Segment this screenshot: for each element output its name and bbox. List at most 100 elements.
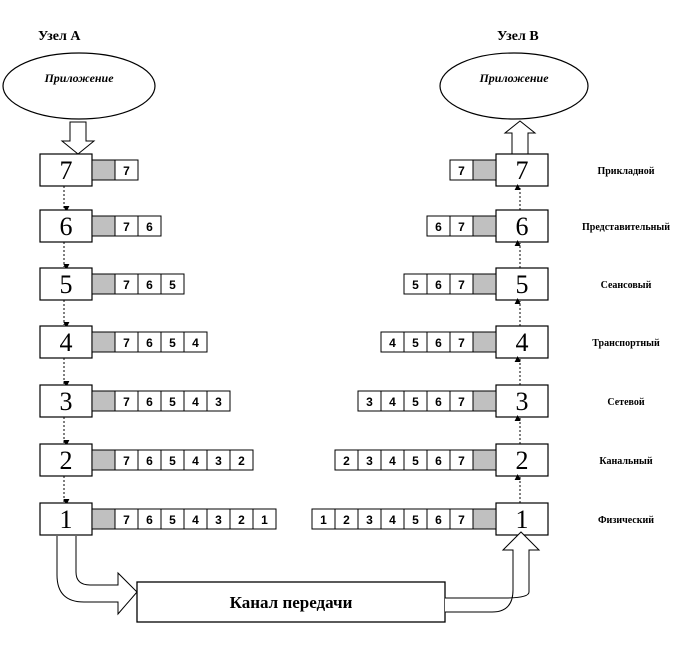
layer-number-b: 2 — [516, 446, 529, 475]
header-cell-b — [472, 331, 497, 353]
layer-box-b — [495, 267, 549, 301]
pdu-cell-label-a: 7 — [123, 513, 130, 527]
pdu-cell-label-b: 5 — [412, 395, 419, 409]
layer-number-a: 2 — [60, 446, 73, 475]
pdu-cell-label-b: 7 — [458, 164, 465, 178]
pdu-cell-label-b: 5 — [412, 454, 419, 468]
pdu-cell-label-b: 3 — [366, 513, 373, 527]
pdu-cell-b — [380, 331, 405, 353]
layer-box-b — [495, 153, 549, 187]
pdu-cell-label-a: 7 — [123, 336, 130, 350]
node-b-application: Приложение — [439, 52, 589, 120]
pdu-cell-label-b: 4 — [389, 454, 396, 468]
layer-number-b: 4 — [516, 328, 529, 357]
pdu-cell-label-a: 6 — [146, 278, 153, 292]
pdu-cell-a — [114, 159, 139, 181]
pdu-cell-label-a: 5 — [169, 454, 176, 468]
pdu-cell-label-a: 4 — [192, 513, 199, 527]
layer-box-a — [39, 384, 93, 418]
pdu-cell-label-b: 6 — [435, 220, 442, 234]
pdu-cell-label-b: 3 — [366, 454, 373, 468]
pdu-cell-label-a: 4 — [192, 454, 199, 468]
pdu-cell-b — [334, 449, 359, 471]
layer-number-b: 6 — [516, 212, 529, 241]
pdu-cell-label-a: 5 — [169, 395, 176, 409]
svg-text:Приложение: Приложение — [43, 71, 114, 85]
pdu-cell-label-a: 3 — [215, 395, 222, 409]
pdu-cell-label-a: 6 — [146, 336, 153, 350]
layer-box-a — [39, 502, 93, 536]
layer-name: Представительный — [582, 222, 670, 233]
layer-name: Канальный — [599, 456, 652, 467]
pdu-cell-b — [357, 390, 382, 412]
layer-box-b — [495, 502, 549, 536]
header-cell-b — [472, 159, 497, 181]
layer-box-a — [39, 325, 93, 359]
pdu-cell-label-a: 6 — [146, 220, 153, 234]
pdu-cell-label-b: 7 — [458, 336, 465, 350]
pdu-cell-label-b: 5 — [412, 278, 419, 292]
pdu-cell-b — [311, 508, 336, 530]
node-b-title: Узел B — [497, 29, 539, 44]
pdu-cell-label-b: 3 — [366, 395, 373, 409]
pdu-cell-label-a: 7 — [123, 454, 130, 468]
layer-number-a: 7 — [60, 156, 73, 185]
header-cell-a — [91, 159, 116, 181]
pdu-cell-label-a: 7 — [123, 395, 130, 409]
pdu-cell-label-a: 7 — [123, 278, 130, 292]
layer-number-b: 3 — [516, 387, 529, 416]
header-cell-a — [91, 449, 116, 471]
layer-number-b: 7 — [516, 156, 529, 185]
pdu-cell-label-b: 7 — [458, 513, 465, 527]
header-cell-a — [91, 331, 116, 353]
layer-number-b: 5 — [516, 270, 529, 299]
header-cell-b — [472, 508, 497, 530]
pdu-cell-a — [183, 331, 208, 353]
pdu-cell-label-b: 7 — [458, 220, 465, 234]
layer-number-a: 6 — [60, 212, 73, 241]
channel-in-arrow — [56, 536, 138, 616]
pdu-cell-label-a: 5 — [169, 513, 176, 527]
layer-number-a: 1 — [60, 505, 73, 534]
header-cell-a — [91, 215, 116, 237]
pdu-cell-label-b: 6 — [435, 513, 442, 527]
pdu-cell-label-a: 5 — [169, 336, 176, 350]
layer-number-a: 3 — [60, 387, 73, 416]
pdu-cell-label-a: 3 — [215, 454, 222, 468]
node-a-title: Узел A — [38, 29, 81, 44]
pdu-cell-label-a: 4 — [192, 395, 199, 409]
pdu-cell-label-a: 7 — [123, 164, 130, 178]
pdu-cell-label-b: 6 — [435, 454, 442, 468]
pdu-cell-label-a: 4 — [192, 336, 199, 350]
pdu-cell-label-b: 6 — [435, 336, 442, 350]
header-cell-b — [472, 449, 497, 471]
pdu-cell-b — [426, 215, 451, 237]
pdu-cell-label-b: 4 — [389, 336, 396, 350]
pdu-cell-label-a: 5 — [169, 278, 176, 292]
layer-box-b — [495, 325, 549, 359]
pdu-cell-label-b: 6 — [435, 395, 442, 409]
header-cell-b — [472, 215, 497, 237]
layer-name: Физический — [598, 515, 654, 526]
pdu-cell-label-b: 7 — [458, 278, 465, 292]
header-cell-a — [91, 273, 116, 295]
pdu-cell-label-a: 6 — [146, 395, 153, 409]
header-cell-a — [91, 508, 116, 530]
layer-name: Сетевой — [607, 397, 644, 408]
header-cell-b — [472, 273, 497, 295]
pdu-cell-label-a: 1 — [261, 513, 268, 527]
pdu-cell-label-b: 2 — [343, 513, 350, 527]
layer-number-b: 1 — [516, 505, 529, 534]
pdu-cell-label-a: 6 — [146, 513, 153, 527]
pdu-cell-a — [206, 390, 231, 412]
pdu-cell-label-b: 7 — [458, 395, 465, 409]
layer-box-a — [39, 443, 93, 477]
pdu-cell-a — [252, 508, 277, 530]
